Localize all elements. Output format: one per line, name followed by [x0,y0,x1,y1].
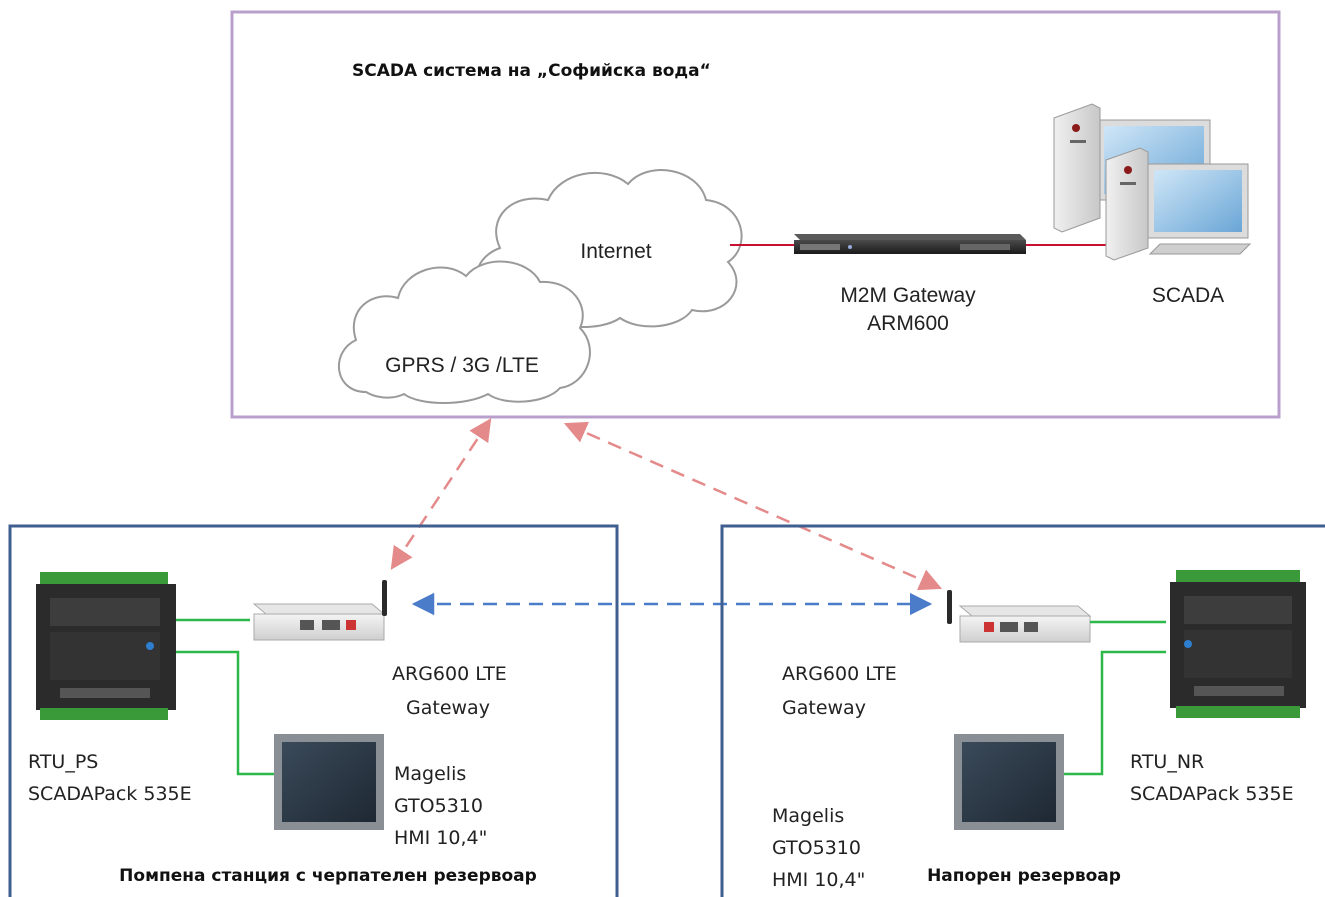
right-hmi-label-1: Magelis [772,805,844,827]
left-hmi-label-2: GTO5310 [394,795,483,817]
left-hmi-label-1: Magelis [394,763,466,785]
left-gateway-label-1: ARG600 LTE [392,663,507,685]
left-rtu-label-2: SCADAPack 535E [28,783,192,805]
scada-system-box [230,10,1281,419]
left-hmi-label-3: HMI 10,4" [394,827,487,849]
arrow-cloud-right-gateway [563,421,943,591]
arg600-left-device-icon [252,580,387,641]
link-rtu-ps-hmi [176,650,274,776]
m2m-gateway-model: ARM600 [867,312,949,335]
scada-computers-icon [1053,103,1252,261]
hmi-left-device-icon [274,734,384,830]
m2m-gateway-label: M2M Gateway [840,284,976,307]
right-hmi-label-3: HMI 10,4" [772,869,865,891]
left-site-box [8,524,619,897]
cloud-gprs [337,260,591,404]
m2m-gateway-device-icon [794,234,1026,254]
link-rtu-nr-hmi [1064,650,1166,776]
rtu-nr-device-icon [1170,570,1306,718]
hmi-right-device-icon [954,734,1064,830]
left-gateway-label-2: Gateway [406,697,490,719]
right-site-box [720,524,1325,897]
scada-label: SCADA [1152,284,1224,307]
rtu-ps-device-icon [36,572,176,720]
right-rtu-label-1: RTU_NR [1130,751,1204,773]
right-gateway-label-2: Gateway [782,697,866,719]
right-site-caption: Напорен резервоар [927,866,1121,886]
cloud-gprs-label: GPRS / 3G /LTE [385,354,539,377]
right-gateway-label-1: ARG600 LTE [782,663,897,685]
arg600-right-device-icon [947,590,1092,643]
arrow-cloud-left-gateway [390,418,492,570]
left-site-caption: Помпена станция с черпателен резервоар [119,866,537,886]
cloud-internet-label: Internet [580,240,651,263]
right-hmi-label-2: GTO5310 [772,837,861,859]
left-rtu-label-1: RTU_PS [28,751,98,773]
scada-system-title: SCADA система на „Софийска вода“ [352,61,711,81]
right-rtu-label-2: SCADAPack 535E [1130,783,1294,805]
